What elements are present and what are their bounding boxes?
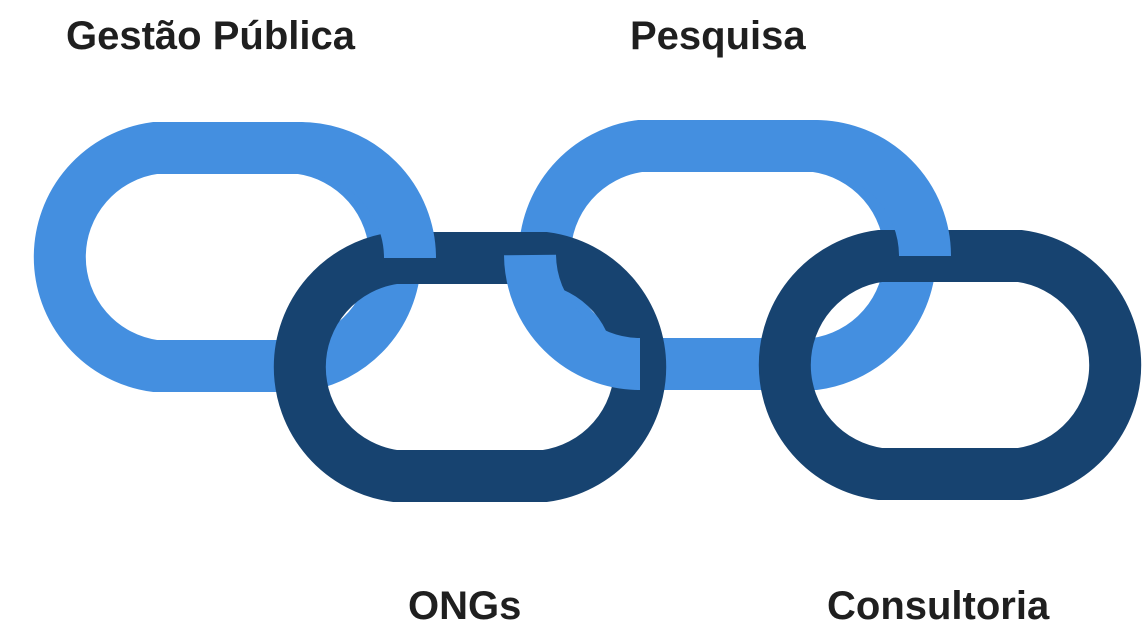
label-pesquisa: Pesquisa bbox=[630, 14, 806, 58]
chain-link-gestao-overlap bbox=[299, 122, 436, 259]
label-gestao-publica: Gestão Pública bbox=[66, 14, 355, 58]
label-ongs: ONGs bbox=[408, 584, 522, 628]
chain-link-ongs bbox=[273, 232, 667, 502]
chain-link-pesquisa-left-overlap bbox=[504, 253, 641, 390]
chain-link-pesquisa-overlap bbox=[814, 120, 951, 257]
chain-link-consultoria bbox=[758, 230, 1142, 500]
label-consultoria: Consultoria bbox=[827, 584, 1050, 628]
